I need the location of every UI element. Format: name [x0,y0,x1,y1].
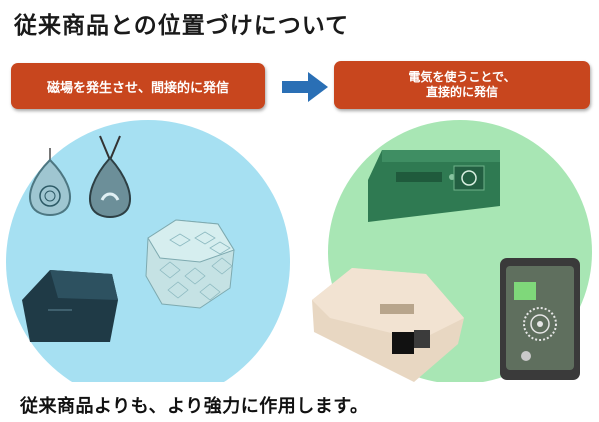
conventional-products-label: 磁場を発生させ、間接的に発信 [46,80,229,96]
patterned-gift-box [145,219,235,309]
new-product-label-line1: 電気を使うことで、 [408,70,516,84]
page-title: 従来商品との位置づけについて [14,13,350,39]
new-product-label-line2: 直接的に発信 [425,85,498,99]
new-product-badge: 電気を使うことで、 直接的に発信 [334,61,590,109]
pendant-clear-icon [29,148,71,216]
conventional-products-group [6,120,290,382]
product-illustration [6,120,592,382]
pendant-dark-icon [89,135,131,218]
control-unit-device [368,150,500,222]
conclusion-text: 従来商品よりも、より強力に作用します。 [20,396,369,417]
conventional-products-badge: 磁場を発生させ、間接的に発信 [11,63,265,109]
handheld-device [500,258,580,380]
small-unit-box [312,268,464,382]
right-arrow-icon [282,72,328,102]
new-product-group [312,120,592,382]
black-box-device [22,270,118,342]
